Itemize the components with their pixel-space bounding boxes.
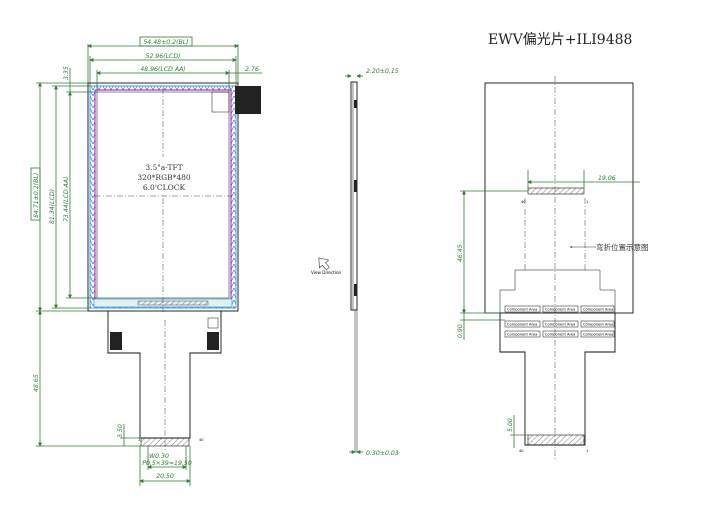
dim-fpc-w: 20.50 (156, 473, 174, 480)
center-text-2: 320*RGB*480 (137, 173, 191, 182)
pin40-label: 40 (199, 438, 204, 442)
dim-lcd-w: 52.96(LCD) (145, 53, 180, 60)
view-direction-arrow-icon (318, 257, 330, 271)
dim-right-gap: 2.76 (245, 66, 259, 73)
dim-pitch: P0.5×39=19.50 (142, 460, 192, 467)
back-step (499, 269, 616, 313)
dim-outline-w: 54.48±0.2(BL) (143, 39, 188, 46)
dim-pin-w: W0.30 (149, 453, 169, 460)
component-area-3: Component Area (583, 308, 613, 312)
side-tab-3 (354, 284, 357, 296)
component-area-6: Component Area (583, 323, 613, 327)
component-area-7: Component Area (507, 333, 537, 337)
dim-left: 84.71±0.2(BL) 81.34(LCD) 73.44(LCD AA) 3… (30, 66, 141, 447)
component-area-4: Component Area (507, 323, 537, 327)
component-area-1: Component Area (507, 308, 537, 312)
fpc-stiffener-left (110, 332, 122, 350)
side-fpc (354, 310, 358, 453)
dim-bottom: W0.30 P0.5×39=19.50 20.50 (139, 446, 192, 486)
center-text-3: 6.0'CLOCK (143, 183, 186, 192)
back-pin1-bot: 1 (586, 449, 588, 453)
fpc-stiffener-right (207, 332, 219, 350)
ic-chip (137, 300, 209, 306)
bend-note: 弯折位置示意图 (596, 242, 649, 252)
back-finger-h: 5.00 (507, 418, 514, 432)
center-label-bg (140, 157, 190, 193)
back-gold-fingers (527, 434, 585, 446)
back-pin1-top: 1 (586, 200, 588, 204)
center-text-1: 3.5"a-TFT (145, 163, 182, 172)
back-pin40-bot: 40 (519, 449, 524, 453)
front-view: 3.5"a-TFT 320*RGB*480 6.0'CLOCK 1 40 54.… (30, 36, 262, 486)
dim-aa-w: 48.96(LCD AA) (140, 66, 186, 73)
drawing-title: EWV偏光片+ILI9488 (488, 32, 632, 48)
component-area-9: Component Area (583, 333, 613, 337)
back-outline (484, 82, 634, 314)
pad-box (211, 91, 230, 113)
dim-lcd-h: 81.34(LCD) (49, 189, 56, 224)
back-connector (527, 187, 585, 195)
dim-finger-h: 3.50 (117, 424, 124, 438)
back-connector-w: 19.06 (598, 175, 616, 182)
fpc-tab (235, 86, 261, 114)
fold-guide (524, 198, 586, 270)
dim-top: 54.48±0.2(BL) 52.96(LCD) 48.96(LCD AA) 2… (87, 36, 262, 92)
fpc-pad (207, 317, 219, 329)
view-direction-label: View Direction (311, 270, 342, 275)
back-gap: 0.90 (457, 324, 464, 338)
back-view: 40 1 Component Area Component Area Compo… (457, 76, 649, 460)
side-thickness: 2.20±0.15 (366, 68, 399, 75)
component-area-2: Component Area (545, 308, 575, 312)
side-panel (350, 81, 358, 311)
dim-fpc-len: 48.65 (33, 374, 40, 392)
side-tab (354, 100, 357, 108)
dim-top-gap: 3.35 (63, 66, 70, 80)
component-areas: Component Area Component Area Component … (504, 305, 615, 338)
side-fpc-thickness: 0.30±0.03 (366, 450, 399, 457)
pin1-label: 1 (138, 438, 140, 442)
back-pin40-top: 40 (521, 200, 526, 204)
fpc-outline (107, 311, 222, 439)
back-height: 46.45 (457, 244, 464, 262)
dim-aa-h: 73.44(LCD AA) (63, 176, 70, 222)
side-view: 2.20±0.15 0.30±0.03 View Direction (311, 68, 399, 457)
dim-outline-h: 84.71±0.2(BL) (33, 173, 40, 218)
side-tab-2 (354, 180, 357, 192)
component-area-5: Component Area (545, 323, 575, 327)
component-area-8: Component Area (545, 333, 575, 337)
